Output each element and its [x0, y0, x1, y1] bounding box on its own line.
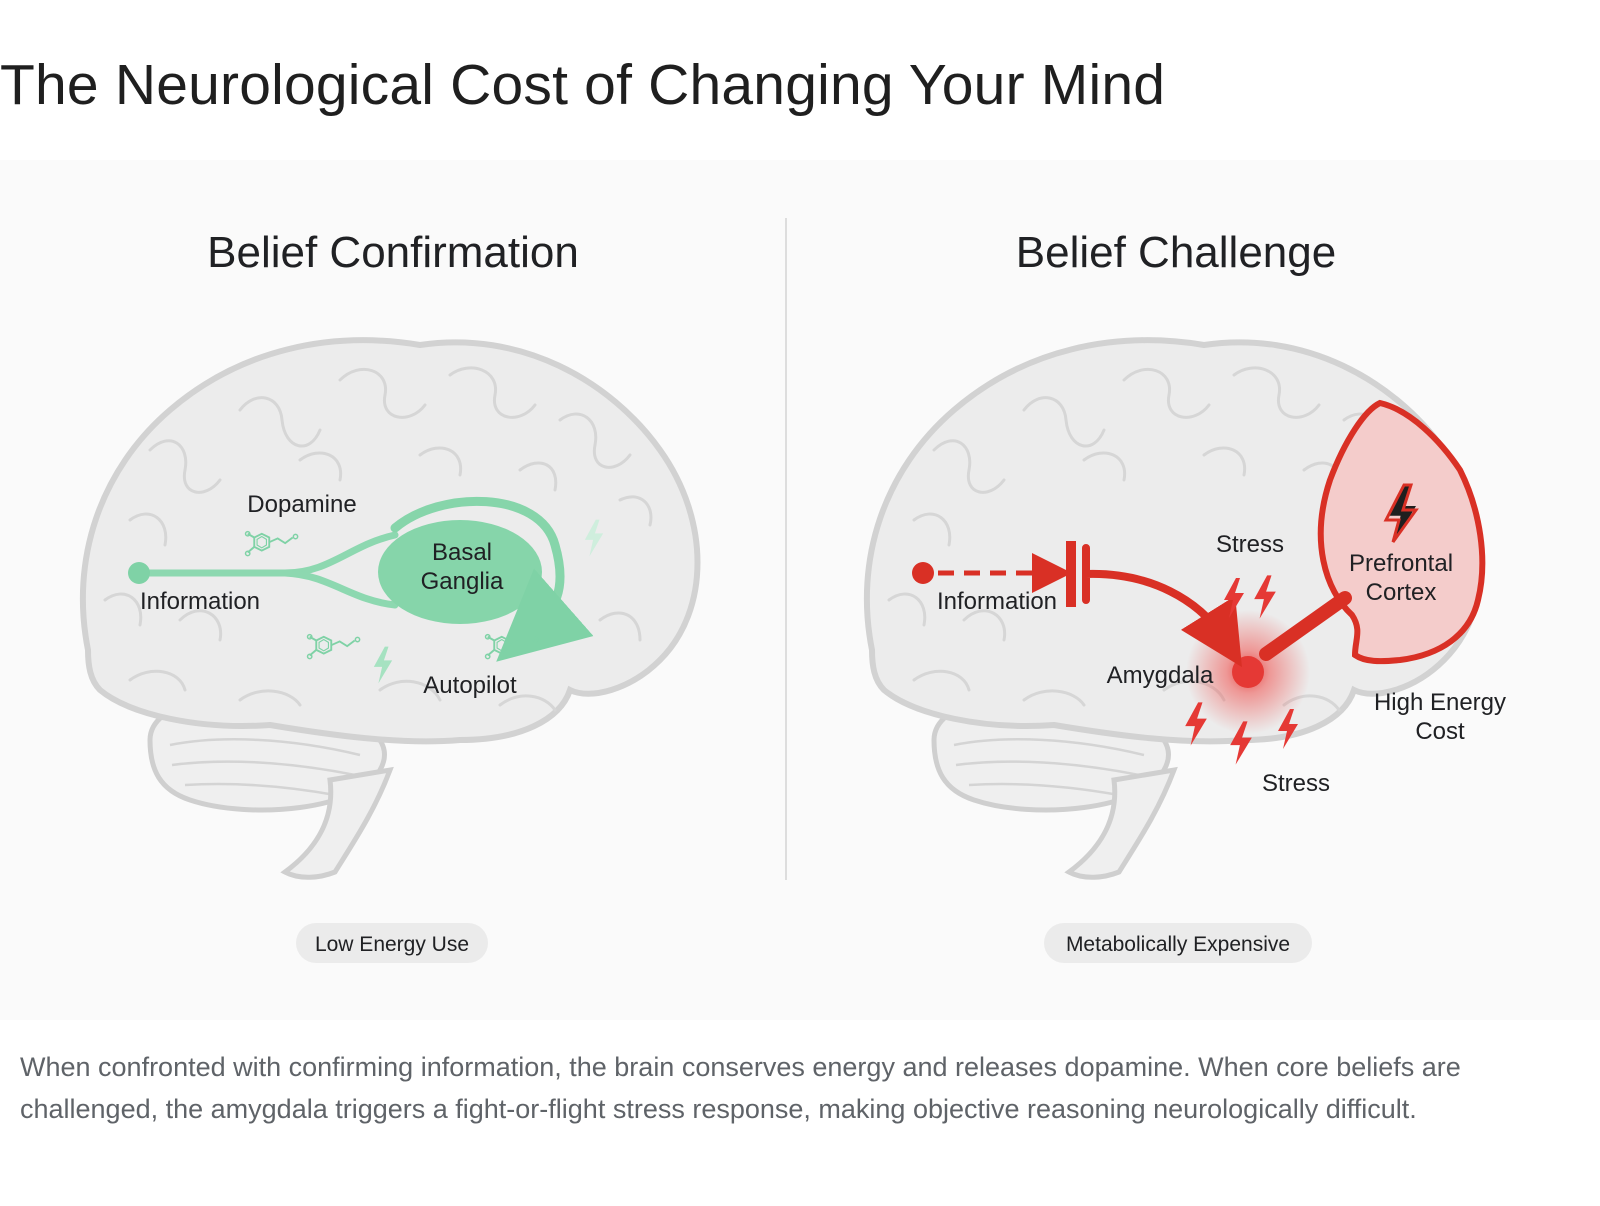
brain-comparison-diagram: Belief Confirmation Dopamine Information…	[0, 160, 1600, 1020]
low-energy-badge: Low Energy Use	[296, 923, 488, 963]
feedback-loop-arrow	[390, 496, 594, 662]
autopilot-label: Autopilot	[423, 672, 517, 699]
energy-bolt-outline-icon	[1383, 483, 1419, 543]
challenge-heading: Belief Challenge	[1016, 228, 1336, 277]
metabolically-expensive-badge-label: Metabolically Expensive	[1066, 933, 1290, 956]
inhibit-bar-icon	[1066, 541, 1076, 607]
information-label-right: Information	[937, 588, 1057, 615]
blocked-information-path	[912, 541, 1225, 640]
amygdala-node	[1232, 656, 1264, 688]
high-energy-label-2: Cost	[1415, 718, 1465, 745]
prefrontal-cortex-label-1: Prefrontal	[1349, 550, 1453, 577]
page-title: The Neurological Cost of Changing Your M…	[0, 53, 1166, 117]
confirmation-heading: Belief Confirmation	[207, 228, 579, 277]
amygdala-label: Amygdala	[1107, 662, 1214, 689]
caption: When confronted with confirming informat…	[20, 1052, 1461, 1124]
stress-label-top: Stress	[1216, 531, 1284, 558]
information-origin-dot	[912, 562, 934, 584]
high-energy-label-1: High Energy	[1374, 689, 1506, 716]
information-label-left: Information	[140, 588, 260, 615]
information-pathway-green	[128, 531, 399, 609]
dopamine-label: Dopamine	[247, 491, 356, 518]
basal-ganglia-label-2: Ganglia	[421, 568, 504, 595]
metabolically-expensive-badge: Metabolically Expensive	[1044, 923, 1312, 963]
basal-ganglia-label-1: Basal	[432, 539, 492, 566]
amygdala-cortex-connector	[1259, 591, 1352, 661]
prefrontal-cortex-label-2: Cortex	[1366, 579, 1437, 606]
information-origin-dot	[128, 562, 150, 584]
low-energy-badge-label: Low Energy Use	[315, 933, 469, 956]
stress-label-bottom: Stress	[1262, 770, 1330, 797]
